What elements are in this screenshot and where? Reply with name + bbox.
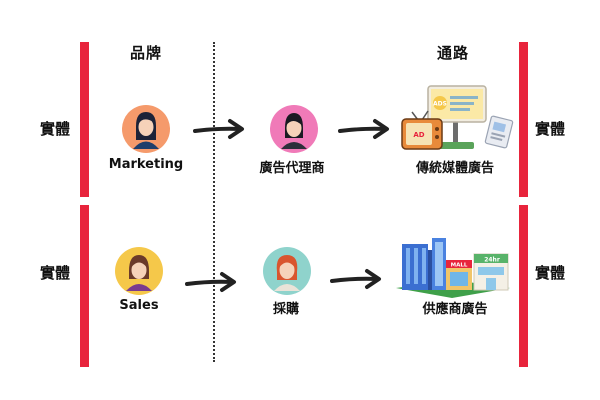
node-procurement: 採購 [272, 302, 300, 317]
tv-text: AD [413, 131, 424, 139]
billboard-text: ADS [433, 101, 447, 108]
mall-icon: MALL [446, 260, 472, 290]
header-brand: 品牌 [130, 44, 163, 62]
right-bar-top [519, 42, 528, 197]
arrow-right-icon [185, 272, 236, 292]
left-bar-top [80, 42, 89, 197]
row1-left-label: 實體 [40, 120, 71, 138]
node-sales: Sales [119, 298, 159, 313]
newspaper-icon [484, 115, 514, 149]
brand-channel-divider [213, 42, 215, 362]
billboard-icon: ADS [427, 85, 487, 149]
arrow-right-icon [338, 119, 389, 139]
woman-avatar-icon [122, 105, 170, 153]
arrow-right-icon [193, 119, 244, 139]
woman-avatar-icon [270, 105, 318, 153]
row2-left-label: 實體 [40, 264, 71, 282]
store-icon: 24hr [473, 253, 509, 291]
building-icon [402, 238, 446, 290]
node-marketing: Marketing [108, 157, 184, 172]
traditional-media-illustration: ADS AD [401, 85, 514, 150]
node-traditional-media-ads: 傳統媒體廣告 [415, 161, 495, 176]
right-bar-bottom [519, 205, 528, 367]
tv-icon: AD [401, 110, 443, 150]
mall-text: MALL [451, 263, 468, 269]
woman-avatar-icon [263, 247, 311, 295]
node-supplier-ads: 供應商廣告 [422, 302, 488, 317]
supplier-illustration: MALL 24hr [396, 238, 510, 298]
header-channel: 通路 [437, 44, 470, 62]
node-agency: 廣告代理商 [259, 161, 325, 176]
arrow-right-icon [330, 269, 381, 289]
row1-right-label: 實體 [535, 120, 566, 138]
woman-avatar-icon [115, 247, 163, 295]
store-text: 24hr [484, 257, 500, 264]
left-bar-bottom [80, 205, 89, 367]
row2-right-label: 實體 [535, 264, 566, 282]
